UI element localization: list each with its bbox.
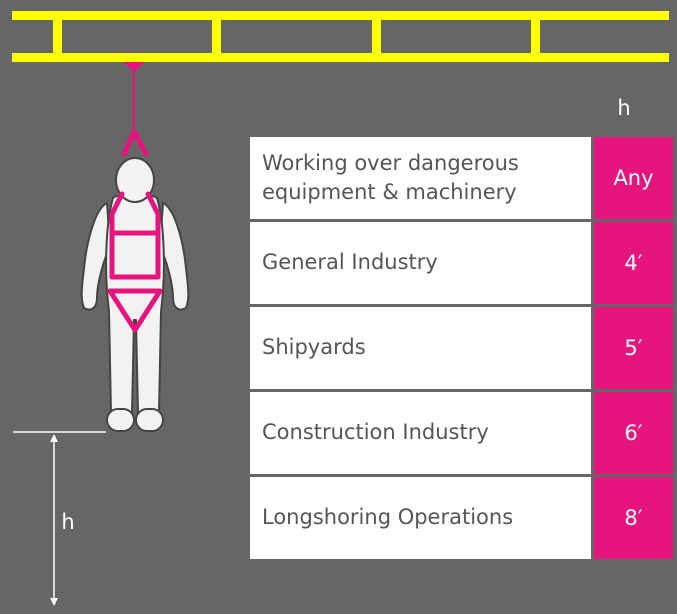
height-cell: 6′ bbox=[594, 389, 673, 476]
category-cell: Longshoring Operations bbox=[250, 474, 591, 559]
fall-protection-height-table: Working over dangerous equipment & machi… bbox=[250, 137, 673, 559]
worker-figure bbox=[80, 157, 190, 432]
category-cell: General Industry bbox=[250, 219, 591, 306]
height-cell: 5′ bbox=[594, 304, 673, 391]
height-cell: 8′ bbox=[594, 474, 673, 559]
category-cell: Shipyards bbox=[250, 304, 591, 391]
dimension-label: h bbox=[61, 510, 75, 534]
table-row: Longshoring Operations 8′ bbox=[250, 474, 673, 559]
overhead-rail bbox=[12, 11, 669, 62]
table-row: Working over dangerous equipment & machi… bbox=[250, 137, 673, 221]
table-row: Construction Industry 6′ bbox=[250, 389, 673, 476]
table-row: Shipyards 5′ bbox=[250, 304, 673, 391]
anchor-point bbox=[123, 62, 145, 72]
dimension-arrow bbox=[50, 434, 58, 606]
height-cell: 4′ bbox=[594, 219, 673, 306]
category-cell: Working over dangerous equipment & machi… bbox=[250, 137, 591, 221]
column-header-h: h bbox=[617, 96, 631, 120]
table-row: General Industry 4′ bbox=[250, 219, 673, 306]
safety-harness bbox=[107, 129, 163, 333]
category-cell: Construction Industry bbox=[250, 389, 591, 476]
height-cell: Any bbox=[594, 137, 673, 221]
